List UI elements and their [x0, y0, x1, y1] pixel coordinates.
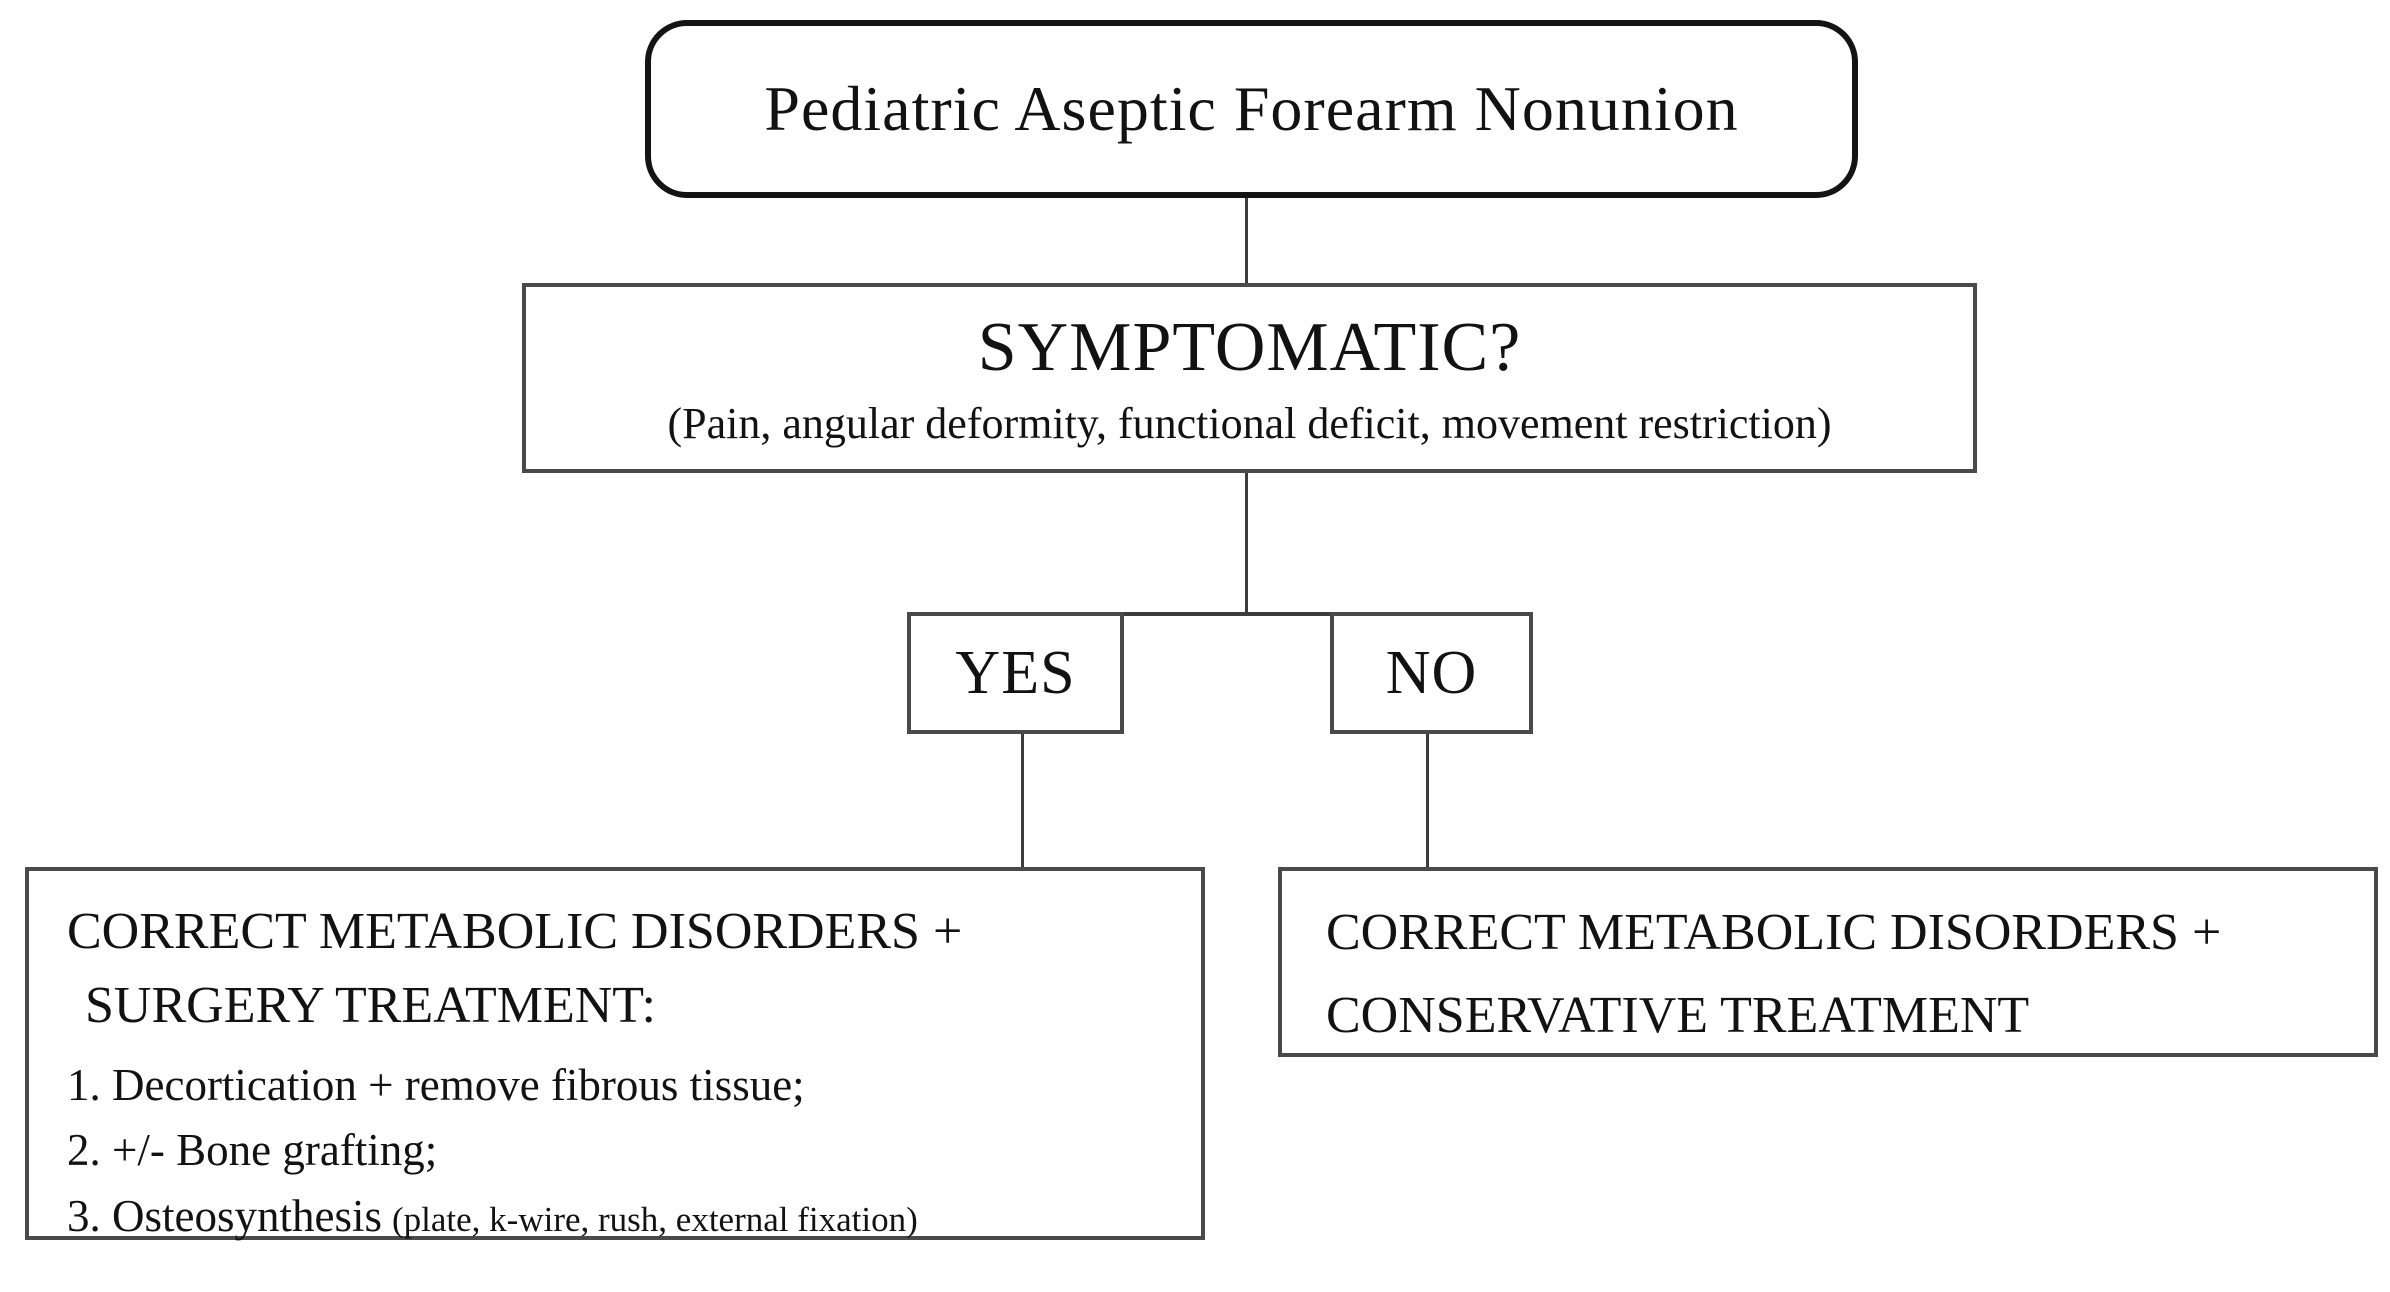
surgery-outcome-box: CORRECT METABOLIC DISORDERS + SURGERY TR… [25, 867, 1205, 1241]
surgery-step-2: 2. +/- Bone grafting; [67, 1118, 1191, 1184]
connector-branch-bar [1122, 612, 1334, 616]
surgery-step-1: 1. Decortication + remove fibrous tissue… [67, 1053, 1191, 1119]
surgery-step-3-text: 3. Osteosynthesis [67, 1191, 382, 1242]
root-label: Pediatric Aseptic Forearm Nonunion [764, 73, 1739, 144]
root-box: Pediatric Aseptic Forearm Nonunion [645, 20, 1858, 198]
surgery-steps-list: 1. Decortication + remove fibrous tissue… [67, 1053, 1191, 1250]
surgery-step-2-text: 2. +/- Bone grafting; [67, 1125, 438, 1176]
conservative-line2: CONSERVATIVE TREATMENT [1326, 987, 2030, 1044]
conservative-line1: CORRECT METABOLIC DISORDERS + [1326, 903, 2222, 961]
connector-yes-outcome [1021, 734, 1024, 867]
no-box: NO [1330, 612, 1533, 734]
surgery-step-1-text: 1. Decortication + remove fibrous tissue… [67, 1059, 805, 1110]
yes-label: YES [955, 638, 1076, 707]
conservative-outcome-box: CORRECT METABOLIC DISORDERS + CONSERVATI… [1278, 867, 2378, 1057]
surgery-heading-line2: SURGERY TREATMENT: [85, 976, 656, 1034]
surgery-step-3-detail: (plate, k-wire, rush, external fixation) [392, 1200, 918, 1240]
connector-root-decision [1245, 198, 1248, 283]
surgery-step-3: 3. Osteosynthesis(plate, k-wire, rush, e… [67, 1184, 1191, 1250]
no-label: NO [1385, 638, 1478, 707]
surgery-heading-line1: CORRECT METABOLIC DISORDERS + [67, 903, 963, 960]
connector-decision-branches [1245, 473, 1248, 616]
connector-no-outcome [1426, 734, 1429, 867]
yes-box: YES [907, 612, 1124, 734]
decision-box: SYMPTOMATIC? (Pain, angular deformity, f… [522, 283, 1977, 473]
decision-subtitle: (Pain, angular deformity, functional def… [667, 398, 1832, 448]
decision-title: SYMPTOMATIC? [977, 308, 1522, 386]
